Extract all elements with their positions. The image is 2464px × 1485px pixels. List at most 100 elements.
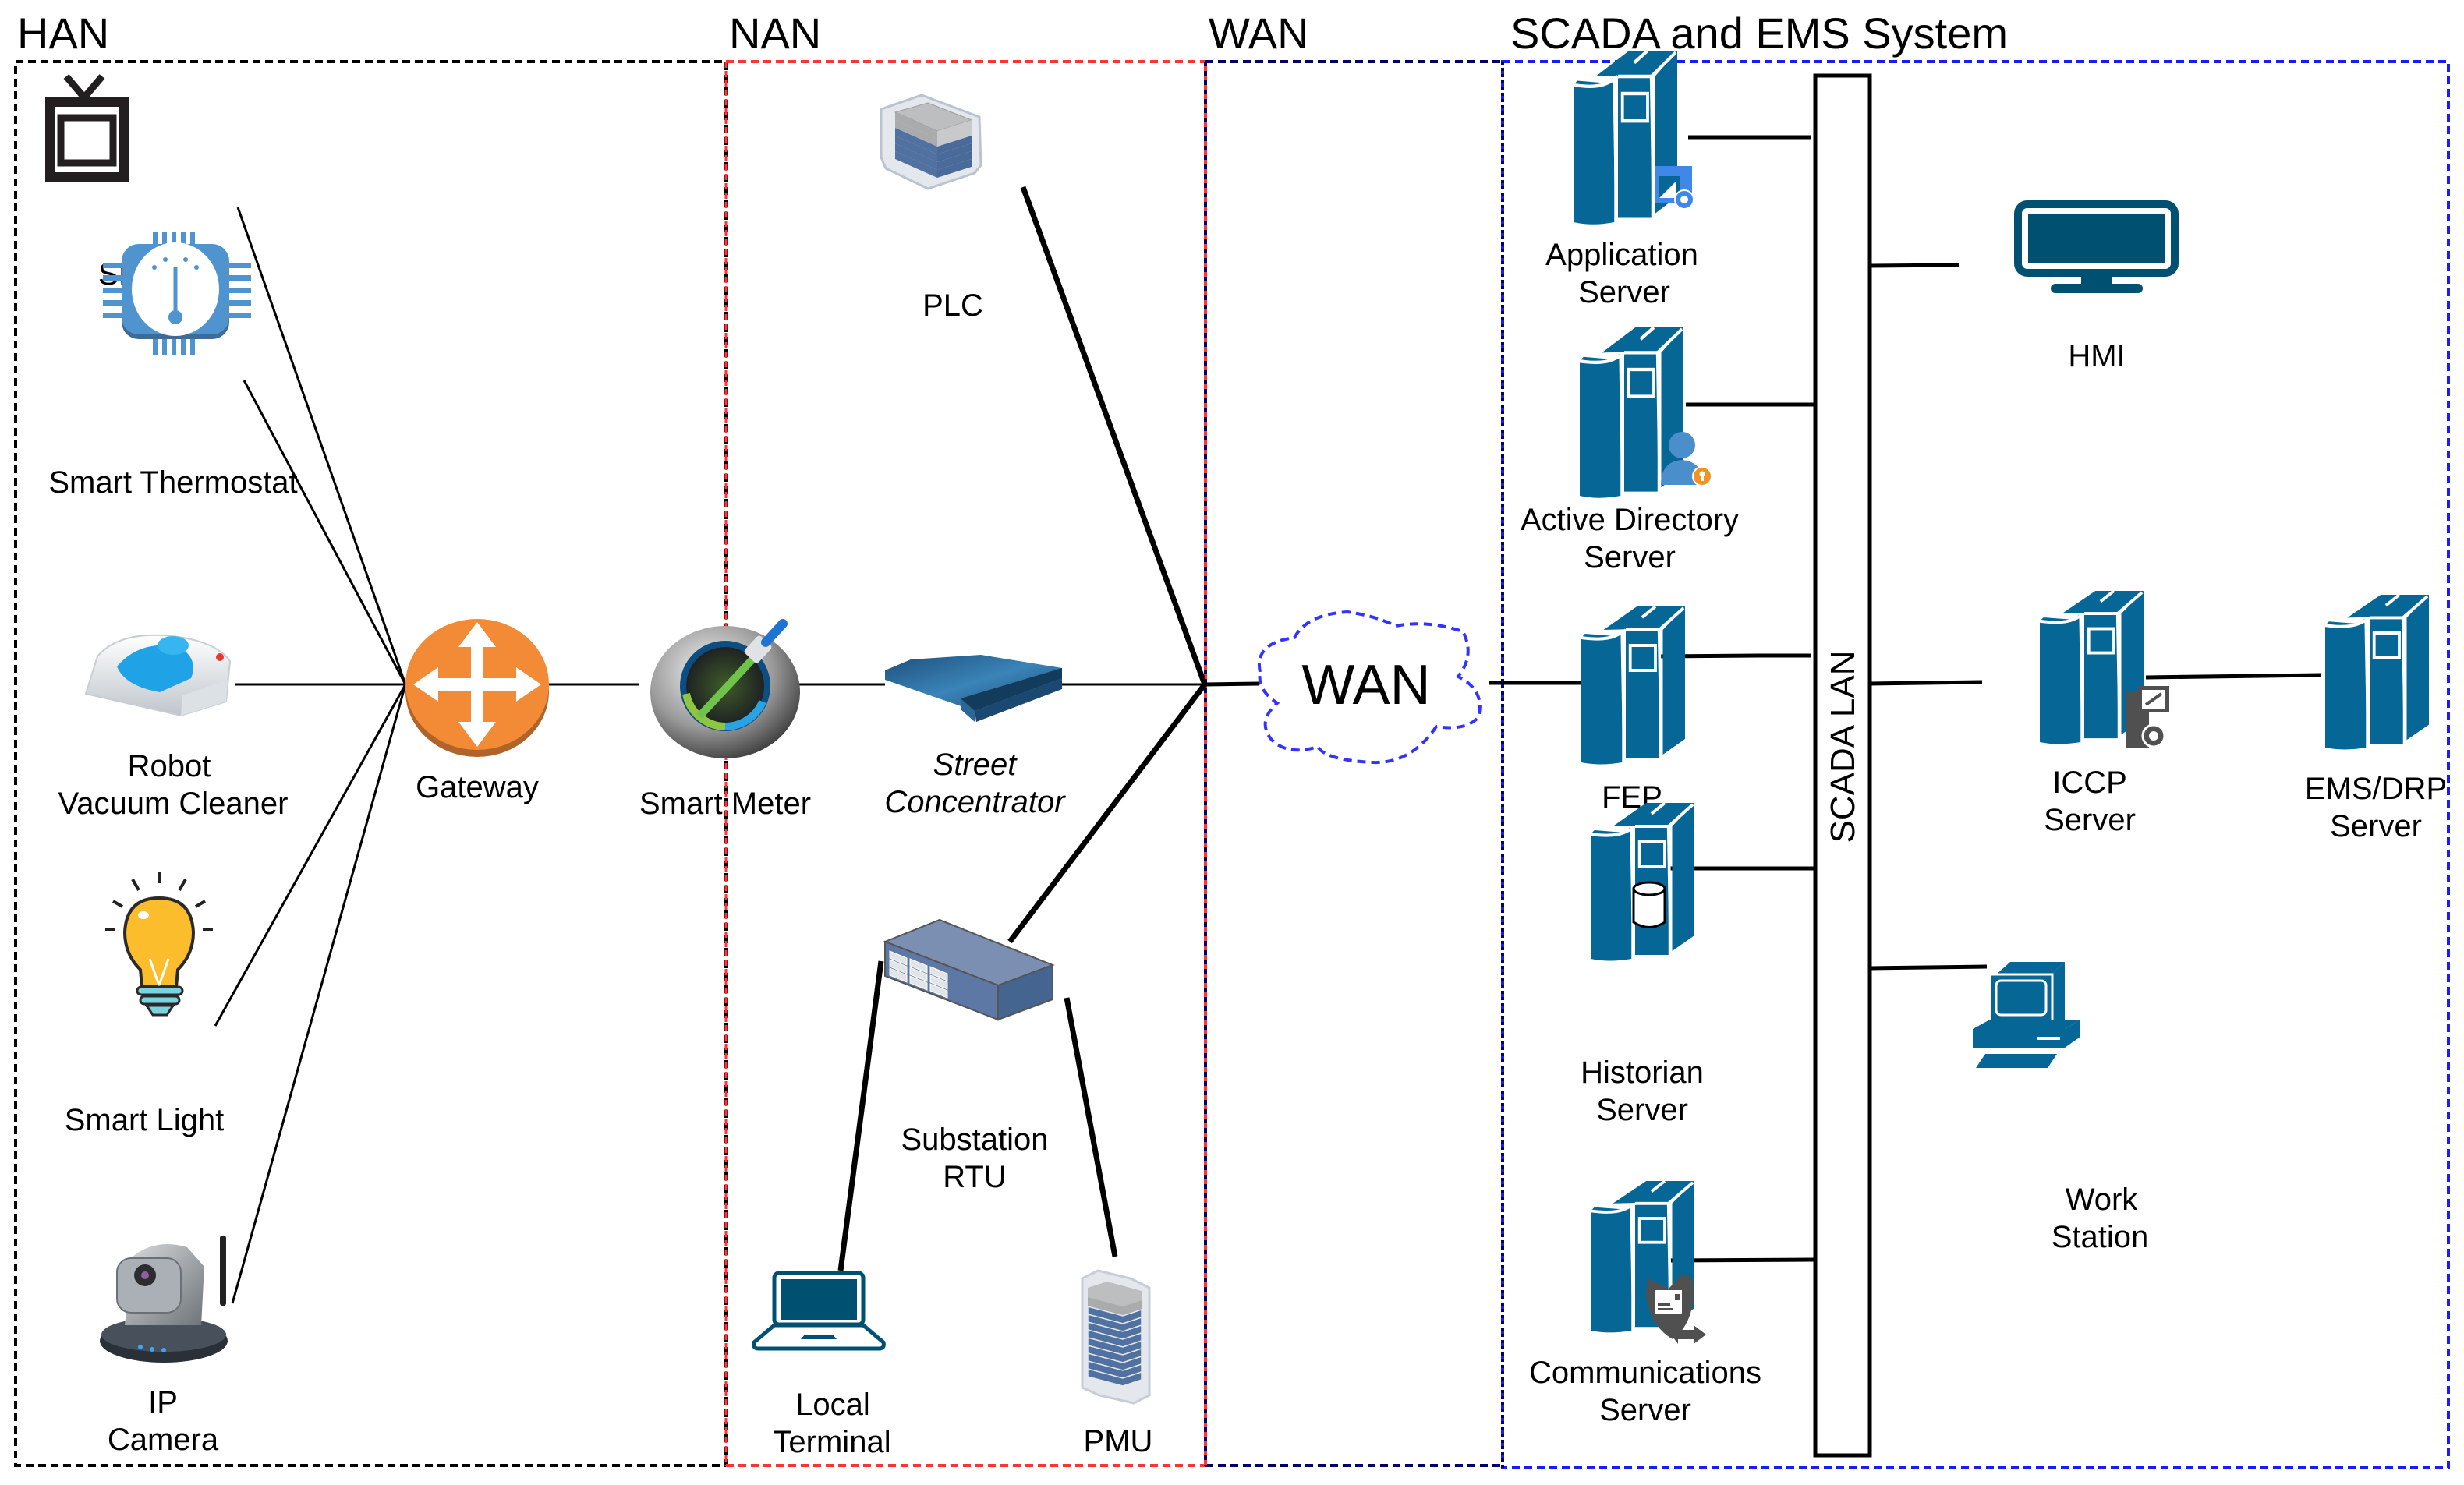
label-historian-server-2: Server: [1596, 1093, 1688, 1127]
node-robot-vacuum[interactable]: Robot Vacuum Cleaner: [58, 634, 289, 821]
nan-links: [797, 186, 1581, 1271]
node-gateway[interactable]: Gateway: [405, 619, 549, 804]
user-key-icon: [1661, 432, 1712, 486]
pmu-rack-icon: [1081, 1269, 1151, 1405]
label-substation-rtu-1: Substation: [901, 1123, 1048, 1157]
node-iccp-server[interactable]: ICCP Server: [2038, 589, 2169, 837]
robot-vacuum-icon: [84, 634, 232, 717]
node-street-concentrator[interactable]: Street Concentrator: [884, 655, 1066, 819]
label-iccp-server-2: Server: [2044, 803, 2136, 837]
label-active-directory-server-2: Server: [1584, 540, 1676, 575]
plc-rack-icon: [880, 94, 982, 190]
app-gear-icon: [1655, 166, 1694, 210]
node-workstation[interactable]: Work Station: [1973, 962, 2148, 1254]
rtu-switch-icon: [883, 918, 1055, 1021]
link-thermostat-gateway: [243, 380, 407, 685]
zone-scada: SCADA and EMS System: [1501, 9, 2450, 1469]
node-communications-server[interactable]: Communications Server: [1529, 1179, 1761, 1427]
node-historian-server[interactable]: Historian Server: [1581, 801, 1704, 1127]
monitor-icon: [2014, 200, 2179, 293]
smart-meter-icon: [650, 619, 800, 758]
label-substation-rtu-2: RTU: [943, 1160, 1006, 1194]
label-street-concentrator-1: Street: [933, 748, 1018, 782]
thermostat-icon: [103, 232, 251, 355]
node-fep[interactable]: FEP: [1580, 605, 1687, 815]
link-lan-workstation: [1869, 964, 1988, 971]
shield-arrows-icon: [1646, 1274, 1706, 1344]
label-hmi: HMI: [2068, 339, 2125, 373]
label-historian-server-1: Historian: [1581, 1055, 1704, 1090]
server-icon: [1580, 605, 1687, 766]
label-plc: PLC: [922, 288, 983, 323]
node-ems-drp-server[interactable]: EMS/DRP Server: [2305, 593, 2447, 843]
wan-cloud-label: WAN: [1301, 654, 1430, 716]
label-street-concentrator-2: Concentrator: [884, 785, 1066, 819]
label-ip-camera-2: Camera: [108, 1423, 219, 1457]
workstation-icon: [1973, 962, 2080, 1068]
label-ip-camera-1: IP: [148, 1385, 178, 1420]
zone-label-nan: NAN: [729, 9, 821, 58]
link-light-gateway: [214, 684, 407, 1027]
cloud-icon: [1257, 610, 1482, 765]
label-smart-light: Smart Light: [65, 1103, 225, 1137]
label-communications-server-1: Communications: [1529, 1356, 1761, 1390]
zone-han: HAN: [14, 9, 728, 1467]
node-hmi[interactable]: HMI: [2014, 200, 2179, 373]
link-terminal-rtu: [837, 960, 884, 1271]
zone-label-scada: SCADA and EMS System: [1510, 9, 2008, 58]
link-camera-gateway: [231, 684, 407, 1304]
concentrator-icon: [885, 655, 1062, 722]
node-local-terminal[interactable]: Local Terminal: [752, 1271, 891, 1459]
link-rtu-wan: [1007, 682, 1207, 944]
link-tv-gateway: [236, 207, 407, 685]
node-active-directory-server[interactable]: Active Directory Server: [1521, 327, 1739, 575]
router-icon: [405, 619, 549, 757]
remote-gear-icon: [2126, 686, 2169, 748]
database-icon: [1632, 881, 1666, 928]
scada-lan-label: SCADA LAN: [1824, 651, 1862, 843]
node-wan-cloud[interactable]: WAN: [1257, 610, 1482, 765]
scada-lan-bus[interactable]: SCADA LAN: [1813, 73, 1872, 1458]
label-ems-drp-server-2: Server: [2330, 809, 2422, 843]
label-workstation-2: Station: [2052, 1220, 2149, 1254]
label-local-terminal-2: Terminal: [773, 1425, 890, 1459]
node-smart-thermostat[interactable]: Smart Thermostat: [48, 232, 298, 500]
scada-links: [1653, 135, 2321, 1263]
label-local-terminal-1: Local: [795, 1388, 870, 1422]
camera-icon: [100, 1236, 228, 1363]
zone-label-han: HAN: [17, 9, 109, 58]
node-application-server[interactable]: Application Server: [1545, 51, 1698, 309]
tv-icon: [45, 74, 129, 182]
link-pmu-rtu: [1064, 997, 1118, 1257]
node-smart-meter[interactable]: Smart Meter: [639, 619, 811, 821]
node-plc[interactable]: PLC: [880, 94, 983, 323]
label-active-directory-server-1: Active Directory: [1521, 503, 1739, 537]
label-communications-server-2: Server: [1599, 1393, 1691, 1427]
label-application-server-2: Server: [1578, 275, 1670, 309]
link-lan-iccp: [1869, 680, 1983, 686]
label-iccp-server-1: ICCP: [2052, 765, 2127, 800]
node-pmu[interactable]: PMU: [1081, 1269, 1153, 1458]
label-gateway: Gateway: [416, 770, 539, 804]
link-lan-hmi: [1869, 263, 1960, 268]
laptop-icon: [752, 1271, 886, 1351]
label-robot-vacuum-1: Robot: [128, 749, 211, 783]
label-robot-vacuum-2: Vacuum Cleaner: [58, 787, 289, 821]
label-smart-meter: Smart Meter: [639, 787, 811, 821]
label-smart-thermostat: Smart Thermostat: [48, 465, 297, 500]
zone-label-wan: WAN: [1209, 9, 1309, 58]
lightbulb-icon: [105, 872, 213, 1017]
label-application-server-1: Application: [1545, 238, 1698, 272]
zone-wan: WAN: [1204, 9, 1503, 1467]
node-ip-camera[interactable]: IP Camera: [100, 1236, 228, 1457]
link-plc-wan: [1020, 186, 1208, 686]
han-links: [214, 207, 639, 1304]
label-pmu: PMU: [1084, 1424, 1153, 1458]
node-substation-rtu[interactable]: Substation RTU: [883, 918, 1055, 1194]
label-ems-drp-server-1: EMS/DRP: [2305, 772, 2447, 806]
link-iccp-ems: [2145, 673, 2321, 680]
server-icon: [2324, 593, 2430, 751]
label-workstation-1: Work: [2066, 1183, 2139, 1217]
node-smart-light[interactable]: Smart Light: [65, 872, 225, 1137]
